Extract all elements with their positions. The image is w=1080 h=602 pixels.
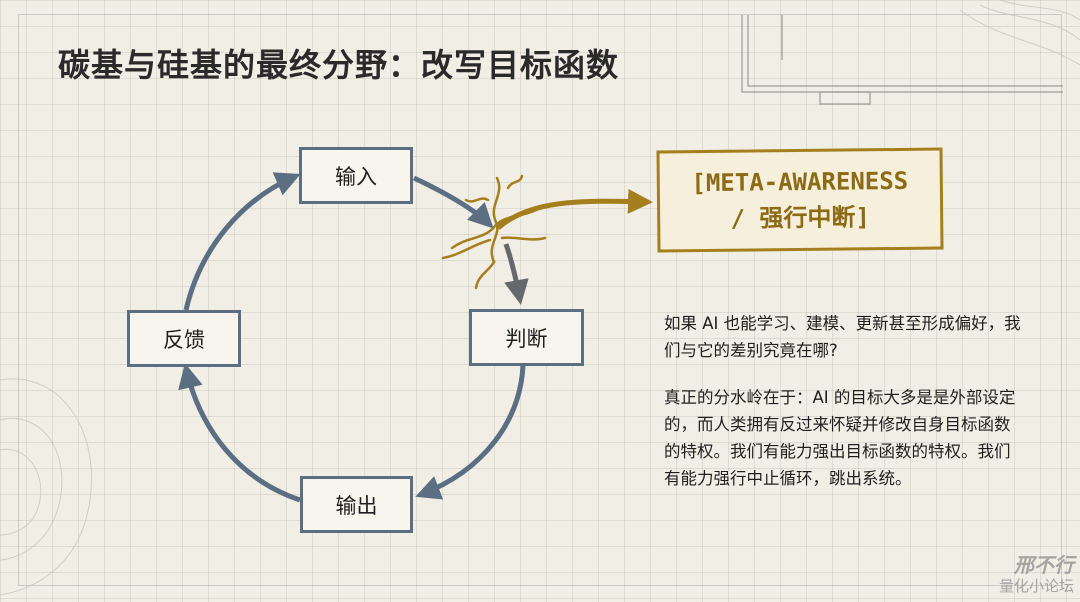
explanation-text: 如果 AI 也能学习、建模、更新甚至形成偏好，我们与它的差别究竟在哪? 真正的分…	[664, 310, 1024, 512]
page-title: 碳基与硅基的最终分野：改写目标函数	[58, 46, 620, 84]
node-output: 输出	[300, 476, 413, 533]
meta-awareness-line1: [META-AWARENESS	[691, 166, 909, 198]
watermark-line2: 量化小论坛	[998, 577, 1074, 595]
page-frame	[18, 14, 1062, 586]
arrow-crack-to-judge	[503, 243, 529, 305]
watermark: 邢不行 量化小论坛	[999, 554, 1074, 596]
explanation-paragraph-1: 如果 AI 也能学习、建模、更新甚至形成偏好，我们与它的差别究竟在哪?	[664, 314, 1021, 360]
arrow-to-meta-awareness	[496, 188, 653, 230]
arrow-feedback-to-input	[183, 172, 301, 311]
arrow-judge-to-output	[415, 365, 526, 500]
explanation-paragraph-2: 真正的分水岭在于：AI 的目标大多是是外部设定的，而人类拥有反过来怀疑并修改自身…	[664, 388, 1016, 488]
arrow-input-to-judge	[412, 175, 494, 229]
node-input: 输入	[299, 147, 413, 204]
meta-awareness-line2: / 强行中断]	[730, 203, 871, 233]
crack-mark	[441, 174, 547, 290]
watermark-line1: 邢不行	[1014, 553, 1074, 577]
meta-awareness-box: [META-AWARENESS / 强行中断]	[656, 147, 944, 253]
node-feedback: 反馈	[127, 310, 241, 367]
blueprint-sketch	[741, 15, 1063, 105]
arrow-output-to-feedback	[178, 363, 301, 503]
node-judge: 判断	[469, 309, 584, 366]
